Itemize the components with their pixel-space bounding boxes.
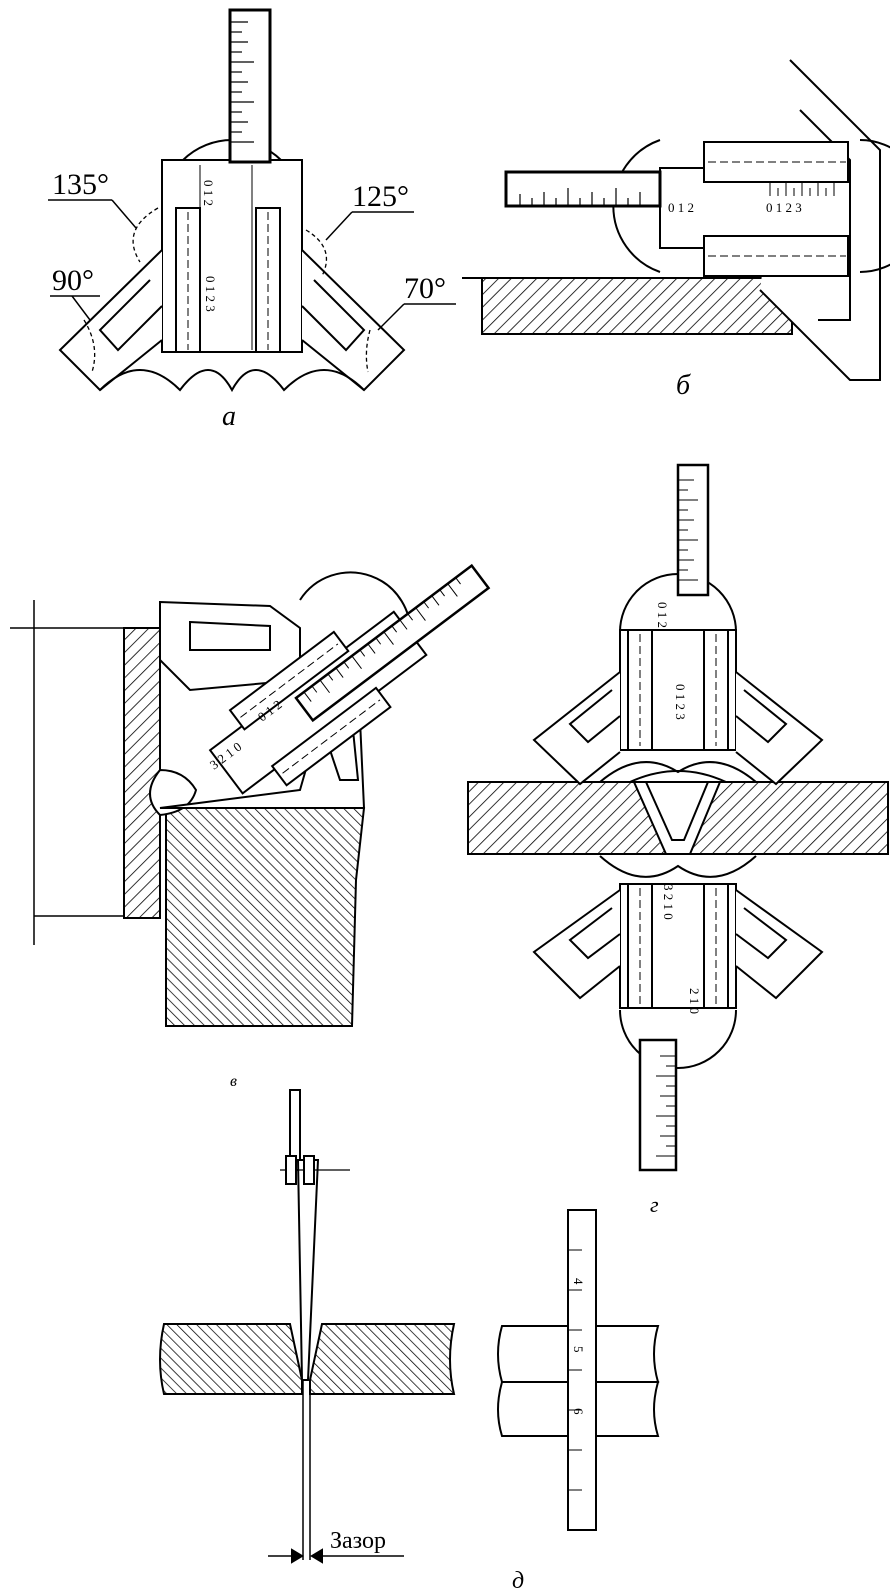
panel-g-scale-top: 0 1 2: [655, 602, 670, 628]
panel-g-scale-mid: 0 1 2 3: [673, 684, 688, 720]
panel-g-scale-bottom: 2 1 0: [687, 988, 702, 1014]
panel-b: [462, 59, 890, 381]
panel-g: [467, 463, 889, 1172]
panel-a-scale-top: 0 1 2: [201, 180, 216, 206]
angle-125-label: 125°: [352, 180, 409, 213]
panel-d-ruler-mark-6: 6: [571, 1408, 586, 1415]
panel-g-caption: г: [650, 1192, 659, 1217]
panel-d-ruler-mark-5: 5: [571, 1346, 586, 1353]
panel-d-caption: д: [512, 1568, 524, 1591]
panel-v: [10, 563, 491, 1027]
panel-b-scale-left: 0 1 2: [668, 200, 694, 215]
panel-b-caption: б: [676, 370, 691, 401]
angle-90-label: 90°: [52, 264, 94, 297]
panel-g-scale-low: 3 2 1 0: [661, 884, 676, 920]
angle-135-label: 135°: [52, 168, 109, 201]
panel-d-ruler-mark-4: 4: [571, 1278, 586, 1285]
panel-a: [48, 8, 456, 393]
panel-a-scale-bottom: 0 1 2 3: [203, 276, 218, 312]
panel-v-caption: в: [230, 1073, 237, 1090]
panel-a-caption: а: [222, 401, 236, 432]
panel-d: [159, 1089, 660, 1564]
gap-label: Зазор: [330, 1528, 386, 1554]
panel-b-scale-right: 0 1 2 3: [766, 200, 802, 215]
angle-70-label: 70°: [404, 272, 446, 305]
